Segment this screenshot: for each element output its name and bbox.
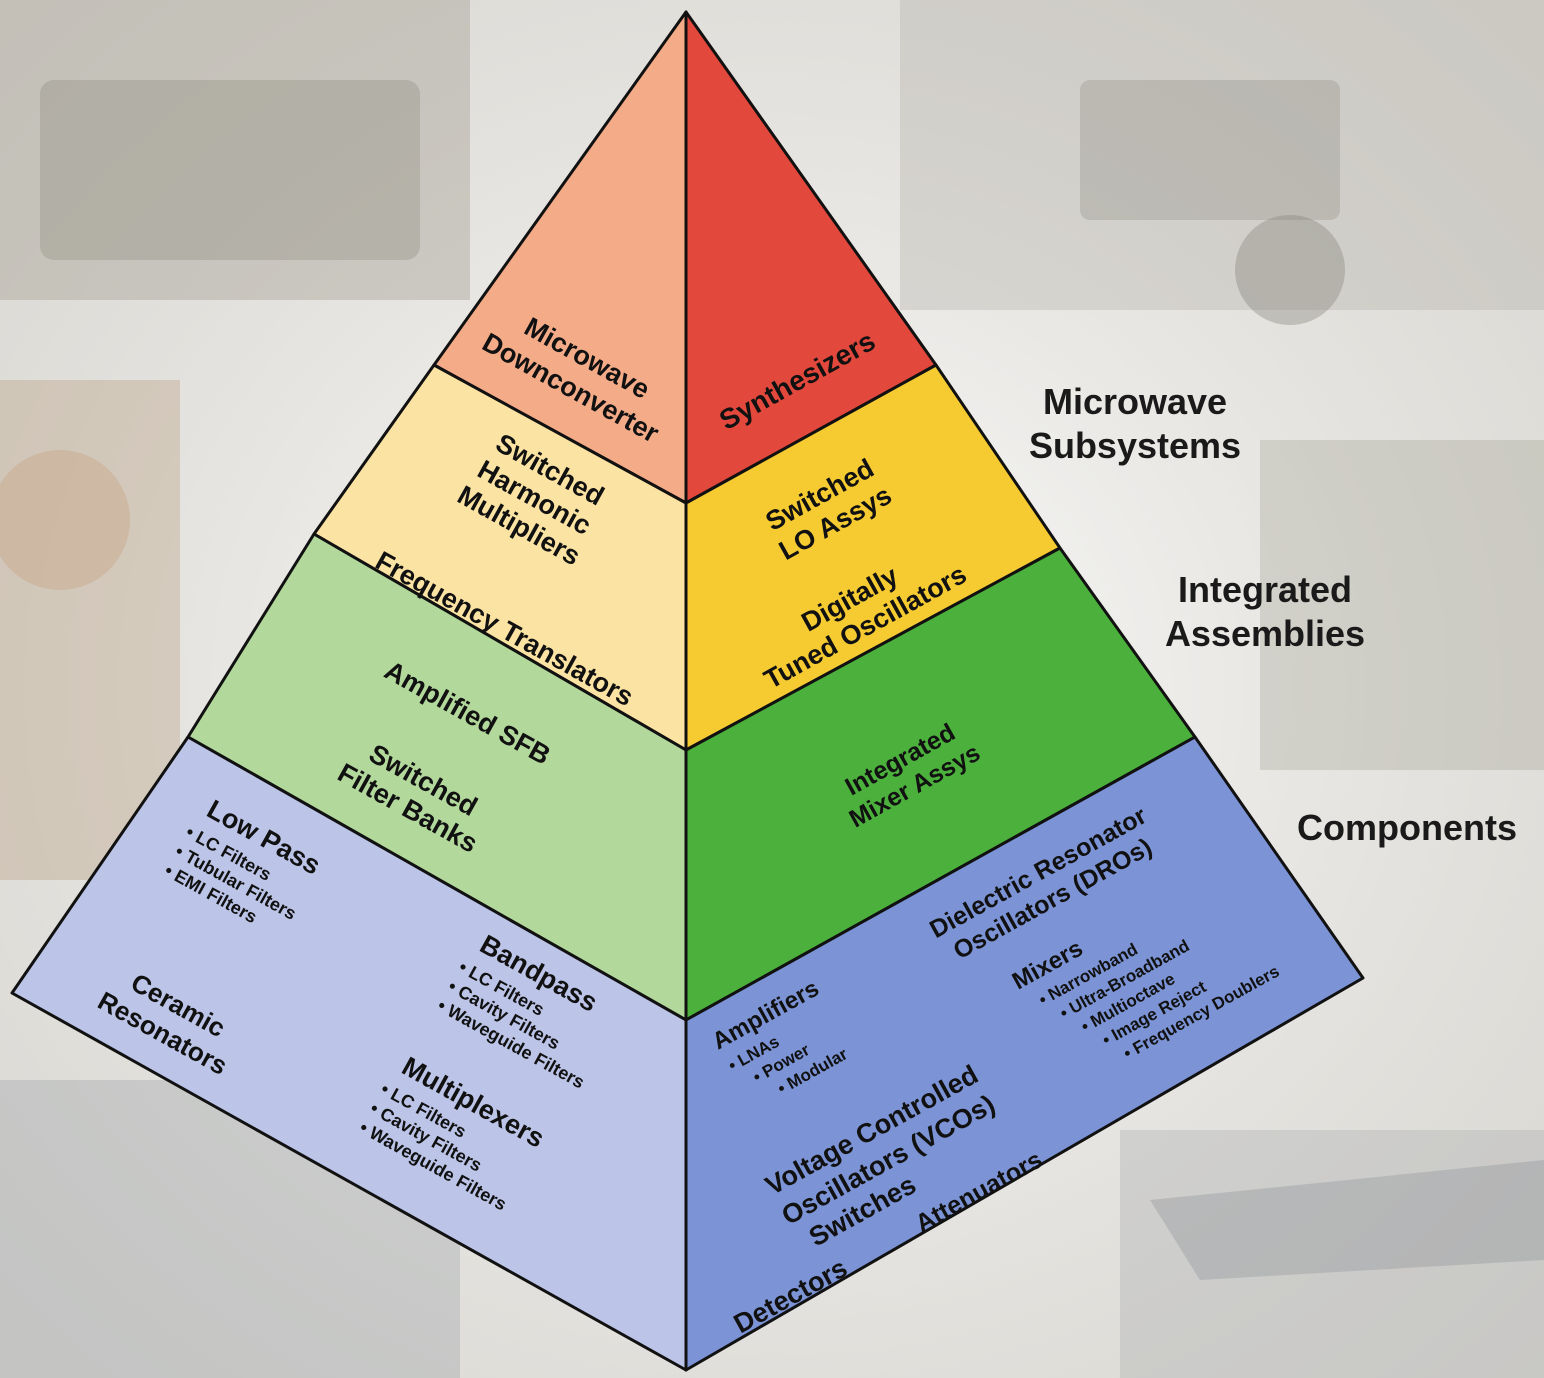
tier-label-line: Integrated [1177, 569, 1353, 610]
tier-label-microwave-subsystems: Microwave Subsystems [990, 380, 1280, 468]
tier-label-integrated-assemblies: Integrated Assemblies [1125, 568, 1405, 656]
pyramid-faces [10, 10, 1365, 1372]
tier-label-line: Assemblies [1164, 613, 1366, 654]
tier-label-line: Components [1297, 807, 1517, 848]
tier-label-line: Subsystems [1028, 425, 1242, 466]
tier-label-components: Components [1270, 806, 1544, 850]
tier-label-line: Microwave [1042, 381, 1228, 422]
tier4-right-face [684, 735, 1365, 1372]
